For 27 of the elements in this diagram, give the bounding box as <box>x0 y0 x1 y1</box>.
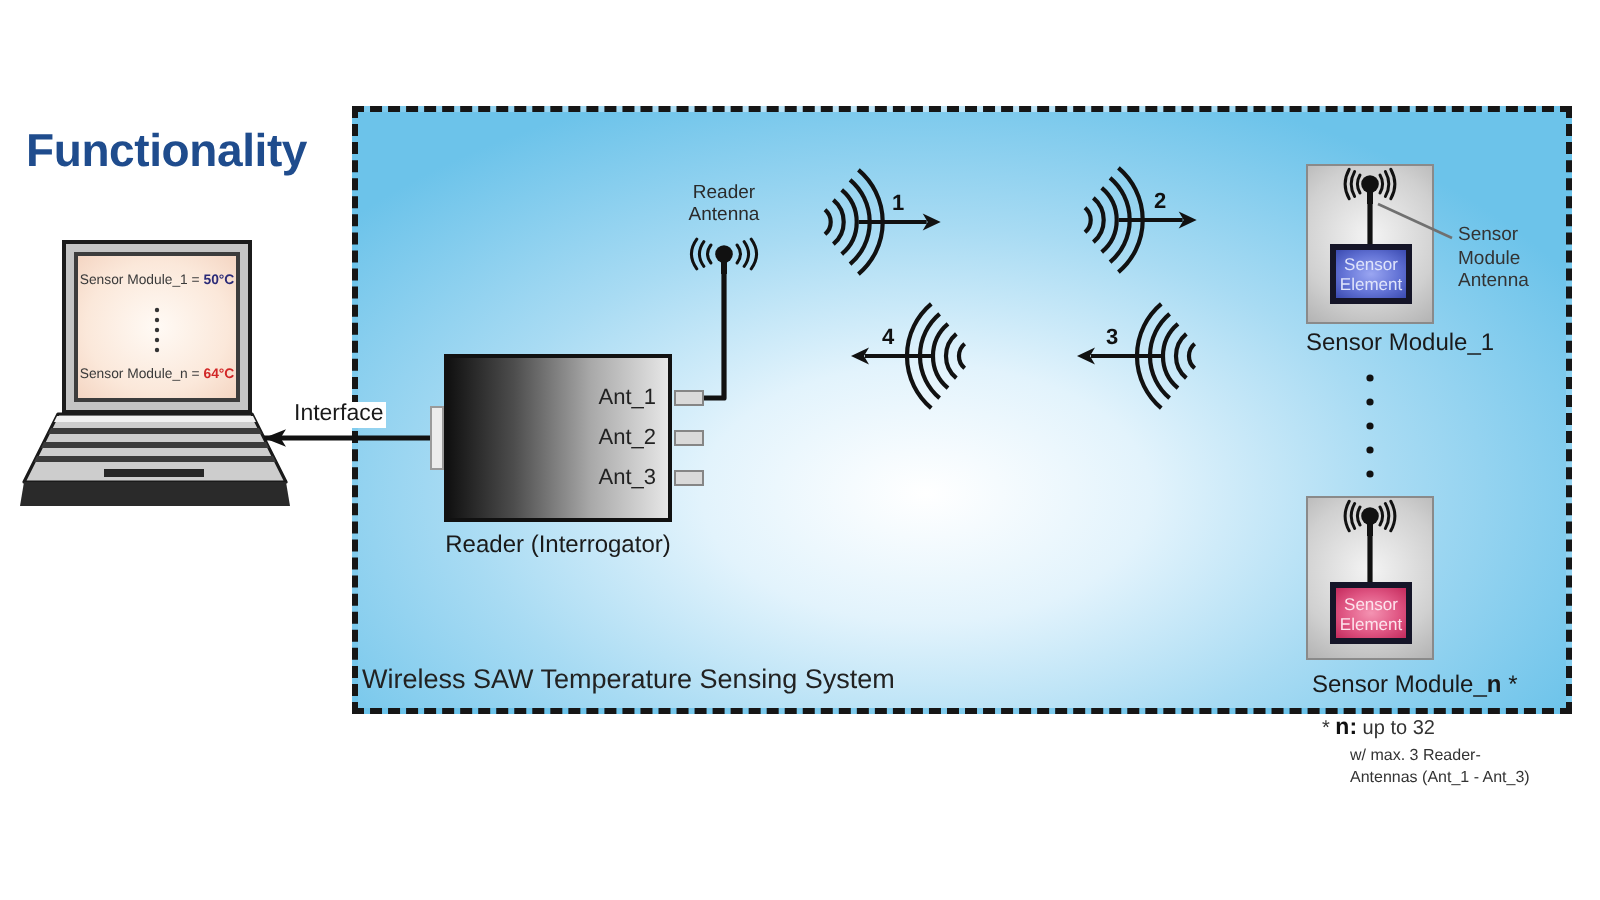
antenna-cable <box>704 274 727 401</box>
port-label: Ant_2 <box>598 425 656 451</box>
arrow <box>264 429 430 447</box>
sensor-module-box <box>1306 164 1434 324</box>
footnote-text: *n: up to 32 <box>1322 716 1437 742</box>
sensor-module-box <box>1306 496 1434 660</box>
antenna-label: Reader Antenna <box>686 182 762 226</box>
component-caption: Sensor Module_1 <box>1306 328 1497 358</box>
sensor-element-box: Sensor Element <box>1330 244 1412 304</box>
callout-text: Sensor Module Antenna <box>1452 224 1542 296</box>
footnote-text: w/ max. 3 Reader-Antennas (Ant_1 - Ant_3) <box>1350 744 1532 788</box>
antenna-icon <box>1344 500 1396 536</box>
antenna-icon <box>1344 168 1396 204</box>
system-label: Wireless SAW Temperature Sensing System <box>362 664 895 696</box>
signal-number: 3 <box>1106 326 1119 350</box>
component-caption: Sensor Module_n * <box>1312 670 1520 700</box>
component-caption: Reader (Interrogator) <box>443 530 673 560</box>
edge-label: Interface <box>292 402 386 428</box>
signal-number: 1 <box>892 192 905 216</box>
antenna-mast <box>1367 536 1373 582</box>
signal-number: 2 <box>1154 190 1167 214</box>
sensor-element-box: Sensor Element <box>1330 582 1412 644</box>
signal-number: 4 <box>882 326 895 350</box>
port-label: Ant_3 <box>598 465 656 491</box>
page-title: Functionality <box>26 128 308 174</box>
port-label: Ant_1 <box>598 385 656 411</box>
antenna-mast <box>1367 204 1373 244</box>
